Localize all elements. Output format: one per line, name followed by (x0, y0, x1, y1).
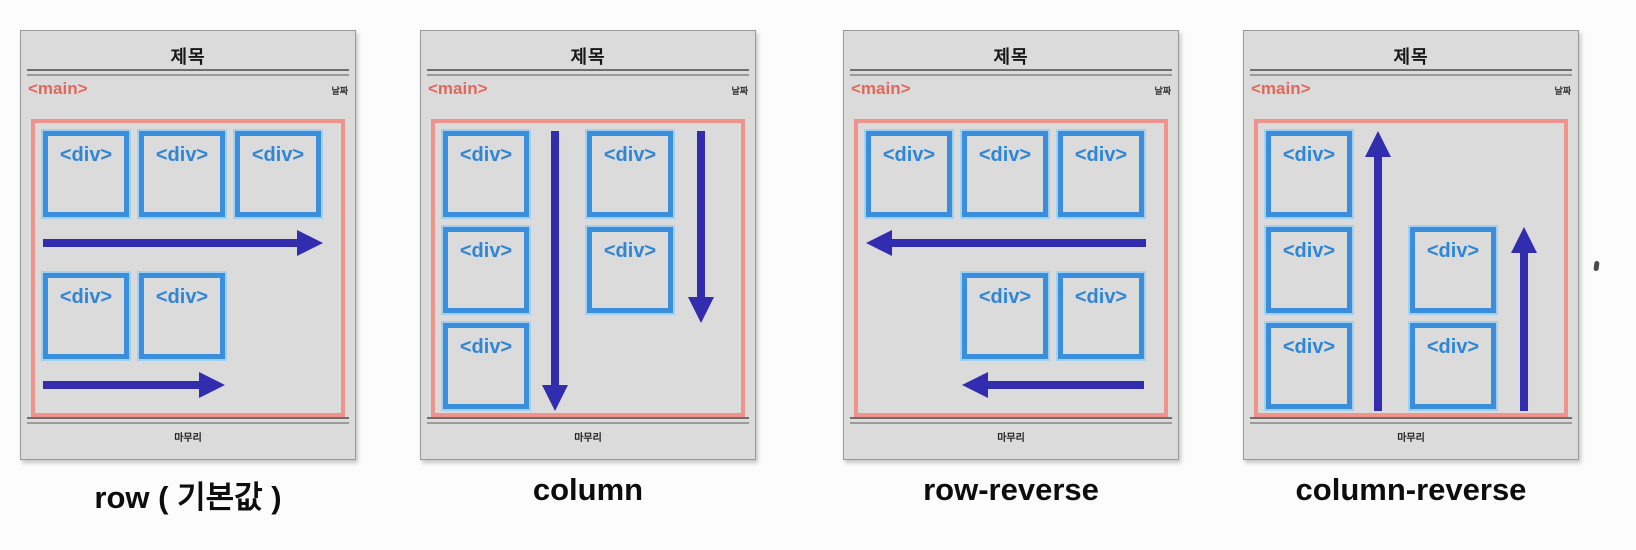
footer-divider (1250, 417, 1572, 424)
div-box: <div> (962, 131, 1048, 217)
panel-row: 제목 <main> 날짜 <div> <div> <div> <div> <di… (20, 0, 356, 550)
footer-divider (850, 417, 1172, 424)
date-label: 날짜 (1554, 86, 1571, 96)
main-tag-label: <main> (851, 79, 911, 98)
arrow-down-icon (697, 131, 705, 297)
arrow-left-icon (892, 239, 1146, 247)
arrow-up-icon (1374, 157, 1382, 411)
main-tag-label: <main> (428, 79, 488, 98)
layout-card-column-reverse: 제목 <main> 날짜 <div> <div> <div> <div> <di… (1243, 30, 1579, 460)
main-container-box: <div> <div> <div> <div> <div> (31, 119, 345, 417)
arrow-right-icon (43, 381, 199, 389)
arrow-up-icon (1520, 253, 1528, 411)
footer-divider (427, 417, 749, 424)
div-box: <div> (1058, 273, 1144, 359)
stray-mark (1593, 260, 1600, 272)
card-title: 제목 (1393, 47, 1429, 67)
div-box: <div> (443, 131, 529, 217)
main-container-box: <div> <div> <div> <div> <div> (1254, 119, 1568, 417)
arrow-right-icon (43, 239, 297, 247)
card-footer: 마무리 (421, 417, 755, 459)
direction-label-row-reverse: row-reverse (923, 472, 1099, 507)
div-box: <div> (443, 227, 529, 313)
date-label: 날짜 (1154, 86, 1171, 96)
panel-row-reverse: 제목 <main> 날짜 <div> <div> <div> <div> <di… (843, 0, 1179, 550)
panel-column-reverse: 제목 <main> 날짜 <div> <div> <div> <div> <di… (1243, 0, 1579, 550)
div-box: <div> (1266, 227, 1352, 313)
header-divider (427, 69, 749, 76)
direction-label-column: column (532, 472, 644, 507)
div-box: <div> (962, 273, 1048, 359)
footer-label: 마무리 (997, 433, 1025, 444)
main-tag-label: <main> (28, 79, 88, 98)
header-divider (27, 69, 349, 76)
div-box: <div> (1266, 323, 1352, 409)
layout-card-column: 제목 <main> 날짜 <div> <div> <div> <div> <di… (420, 30, 756, 460)
div-box: <div> (139, 273, 225, 359)
main-tag-row: <main> 날짜 (844, 76, 1178, 97)
panel-column: 제목 <main> 날짜 <div> <div> <div> <div> <di… (420, 0, 756, 550)
card-title: 제목 (170, 47, 206, 67)
div-box: <div> (587, 227, 673, 313)
footer-label: 마무리 (574, 433, 602, 444)
card-footer: 마무리 (844, 417, 1178, 459)
header-divider (850, 69, 1172, 76)
layout-card-row: 제목 <main> 날짜 <div> <div> <div> <div> <di… (20, 30, 356, 460)
arrow-down-icon (551, 131, 559, 385)
footer-divider (27, 417, 349, 424)
div-box: <div> (139, 131, 225, 217)
div-box: <div> (235, 131, 321, 217)
card-title: 제목 (570, 47, 606, 67)
div-box: <div> (43, 273, 129, 359)
header-divider (1250, 69, 1572, 76)
footer-label: 마무리 (1397, 433, 1425, 444)
card-title: 제목 (993, 47, 1029, 67)
footer-label: 마무리 (174, 433, 202, 444)
main-tag-row: <main> 날짜 (421, 76, 755, 97)
direction-label-column-reverse: column-reverse (1295, 472, 1527, 507)
layout-card-row-reverse: 제목 <main> 날짜 <div> <div> <div> <div> <di… (843, 30, 1179, 460)
arrow-left-icon (988, 381, 1144, 389)
div-box: <div> (1058, 131, 1144, 217)
direction-label-row: row ( 기본값 ) (94, 480, 282, 515)
main-container-box: <div> <div> <div> <div> <div> (431, 119, 745, 417)
div-box: <div> (1266, 131, 1352, 217)
date-label: 날짜 (731, 86, 748, 96)
div-box: <div> (1410, 227, 1496, 313)
div-box: <div> (1410, 323, 1496, 409)
main-tag-row: <main> 날짜 (21, 76, 355, 97)
div-box: <div> (866, 131, 952, 217)
date-label: 날짜 (331, 86, 348, 96)
div-box: <div> (43, 131, 129, 217)
main-tag-label: <main> (1251, 79, 1311, 98)
div-box: <div> (587, 131, 673, 217)
main-container-box: <div> <div> <div> <div> <div> (854, 119, 1168, 417)
card-footer: 마무리 (21, 417, 355, 459)
div-box: <div> (443, 323, 529, 409)
main-tag-row: <main> 날짜 (1244, 76, 1578, 97)
card-footer: 마무리 (1244, 417, 1578, 459)
